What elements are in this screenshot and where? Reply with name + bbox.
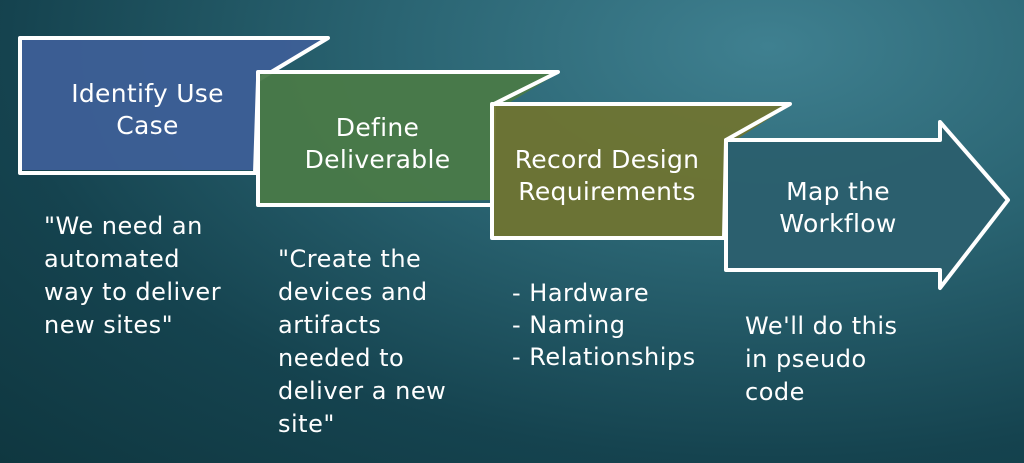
step-1-title-line1: Identify Use [71, 79, 224, 108]
step-3-title-line2: Requirements [518, 177, 696, 206]
step-2-title-line1: Define [335, 113, 420, 142]
step-3-title-line1: Record Design [514, 145, 700, 174]
requirement-item-hardware: - Hardware [512, 279, 650, 307]
step-3-title: Record Design Requirements [492, 144, 722, 208]
step-4-arrow [724, 120, 1010, 290]
step-4-title-line1: Map the [786, 177, 890, 206]
step-4-title-line2: Workflow [779, 209, 897, 238]
step-4-note: We'll do this in pseudo code [745, 312, 898, 406]
step-1-title: Identify Use Case [35, 78, 260, 142]
step-2-note: "Create the devices and artifacts needed… [278, 245, 447, 438]
step-1-title-line2: Case [116, 111, 179, 140]
step-2-title: Define Deliverable [265, 112, 490, 176]
step-2-title-line2: Deliverable [304, 145, 451, 174]
step-1-note: "We need an automated way to deliver new… [44, 212, 222, 339]
requirement-item-relationships: - Relationships [512, 343, 696, 371]
step-4-title: Map the Workflow [728, 176, 948, 240]
requirement-item-naming: - Naming [512, 311, 626, 339]
step-3-requirements-list: - Hardware - Naming - Relationships [512, 277, 696, 373]
